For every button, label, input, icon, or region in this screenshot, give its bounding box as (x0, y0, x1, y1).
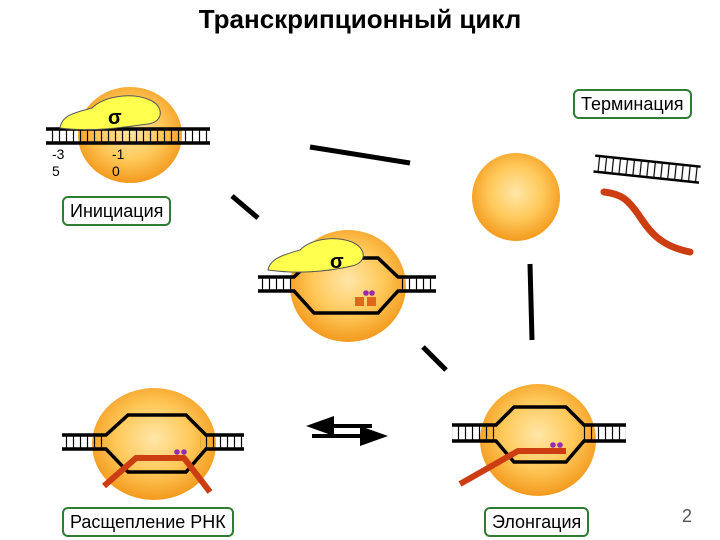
nucleotide-1 (355, 297, 364, 306)
position-minus35: -3 5 (52, 146, 65, 179)
termination-complex (472, 153, 701, 256)
reversible-arrows (306, 416, 388, 446)
page-number: 2 (681, 506, 692, 526)
label-termination: Терминация (573, 89, 692, 119)
connector-bar-right (527, 263, 535, 341)
connector-bar-top (309, 144, 411, 166)
connector-bar-left (230, 194, 260, 220)
rna-polymerase-released (472, 153, 560, 241)
released-dna-bottom (593, 170, 700, 184)
elongation-dna-bottom (452, 439, 626, 464)
rna-cleavage-complex (62, 388, 244, 500)
released-dna-top (595, 154, 701, 168)
position-minus10: -1 0 (112, 146, 125, 179)
initiation-complex: σ (46, 87, 210, 183)
sigma-factor-initiation (59, 95, 161, 131)
connector-bar-lower (421, 345, 448, 372)
arrow-left-head (306, 416, 334, 436)
nucleotide-2 (367, 297, 376, 306)
cleavage-dna-bottom (62, 447, 244, 474)
released-rna (600, 188, 694, 256)
sigma-symbol-open-complex: σ (330, 251, 344, 273)
sigma-factor-open-complex (267, 238, 364, 273)
nascent-rna (458, 448, 566, 487)
slide-title: Транскрипционный цикл (198, 4, 522, 34)
cleaved-rna (102, 455, 213, 494)
open-dna-bottom (258, 289, 436, 315)
elongation-complex (452, 384, 626, 496)
label-rna-cleavage: Расщепление РНК (62, 507, 234, 537)
elongation-dna-top (452, 405, 626, 427)
open-complex: σ (258, 230, 436, 342)
sigma-symbol-initiation: σ (108, 107, 122, 129)
arrow-right-head (360, 426, 388, 446)
label-initiation: Инициация (62, 196, 172, 226)
cleavage-dna-top (62, 413, 244, 437)
label-elongation: Элонгация (484, 507, 590, 537)
